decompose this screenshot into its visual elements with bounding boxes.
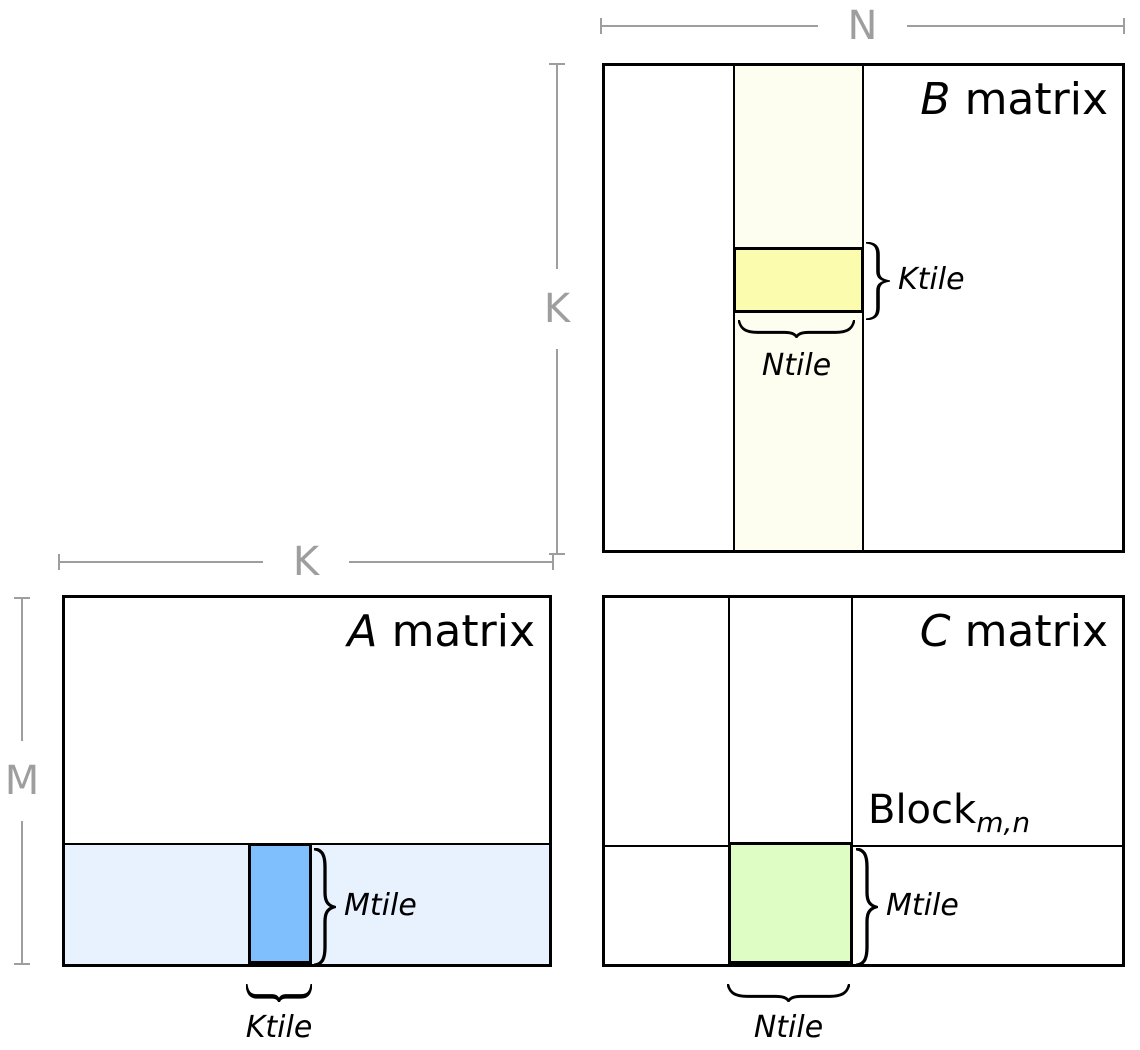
b-ntile-label: Ntile <box>761 348 832 383</box>
c-matrix-letter: C <box>919 606 951 657</box>
c-ntile-underbrace-icon <box>727 984 850 1002</box>
a-mtile-brace-icon <box>314 848 336 966</box>
dim-k-top-segment <box>556 65 558 269</box>
dim-n-left-segment <box>602 25 818 27</box>
dim-m-top-tick <box>14 597 30 599</box>
c-ntile-label: Ntile <box>753 1010 824 1045</box>
b-matrix-title-rest: matrix <box>964 74 1108 125</box>
dim-m-bottom-segment <box>21 821 23 963</box>
b-ktile-label: Ktile <box>898 262 965 297</box>
b-matrix-ktile-ntile-tile <box>733 247 864 313</box>
dim-n-right-segment <box>907 25 1124 27</box>
dim-k-left-tick <box>58 554 60 570</box>
b-ktile-brace-icon <box>866 242 890 320</box>
b-matrix-letter: B <box>920 74 951 125</box>
a-mtile-label: Mtile <box>344 888 417 923</box>
dim-k-vertical-label: K <box>543 286 571 332</box>
c-matrix-vline-left <box>728 598 730 964</box>
c-matrix-mtile-ntile-tile <box>728 842 853 964</box>
dim-m-bottom-tick <box>14 963 30 965</box>
dim-n-left-tick <box>600 18 602 34</box>
c-matrix-title-rest: matrix <box>964 606 1108 657</box>
dim-line-n: N <box>600 3 1126 49</box>
dim-k-left-segment <box>60 561 263 563</box>
b-ntile-underbrace-icon <box>738 320 855 338</box>
a-matrix-mtile-ktile-tile <box>248 843 312 964</box>
dim-m-top-segment <box>21 599 23 741</box>
c-matrix-vline-right <box>851 598 853 964</box>
dim-n-label: N <box>847 3 878 49</box>
c-mtile-brace-icon <box>856 848 878 966</box>
dim-line-k-horizontal: K <box>58 539 555 585</box>
c-matrix-hline <box>605 845 1122 847</box>
a-matrix-letter: A <box>347 606 378 657</box>
dim-k-bottom-segment <box>556 349 558 553</box>
dim-line-k-vertical: K <box>537 63 577 555</box>
a-ktile-underbrace-icon <box>246 984 312 1002</box>
dim-k-top-tick <box>549 63 565 65</box>
a-ktile-label: Ktile <box>245 1010 313 1045</box>
c-mtile-label: Mtile <box>886 888 959 923</box>
dim-k-horizontal-label: K <box>292 539 320 585</box>
c-block-subscript: m,n <box>976 806 1031 839</box>
a-matrix-title-rest: matrix <box>391 606 535 657</box>
dim-line-m: M <box>2 597 42 965</box>
dim-k-right-tick <box>552 554 555 570</box>
dim-k-right-segment <box>349 561 553 563</box>
c-block-label: Blockm,n <box>868 790 1030 837</box>
c-block-base: Block <box>868 787 977 833</box>
dim-n-right-tick <box>1123 18 1126 34</box>
dim-m-label: M <box>4 758 40 804</box>
dim-k-bottom-tick <box>549 553 565 555</box>
